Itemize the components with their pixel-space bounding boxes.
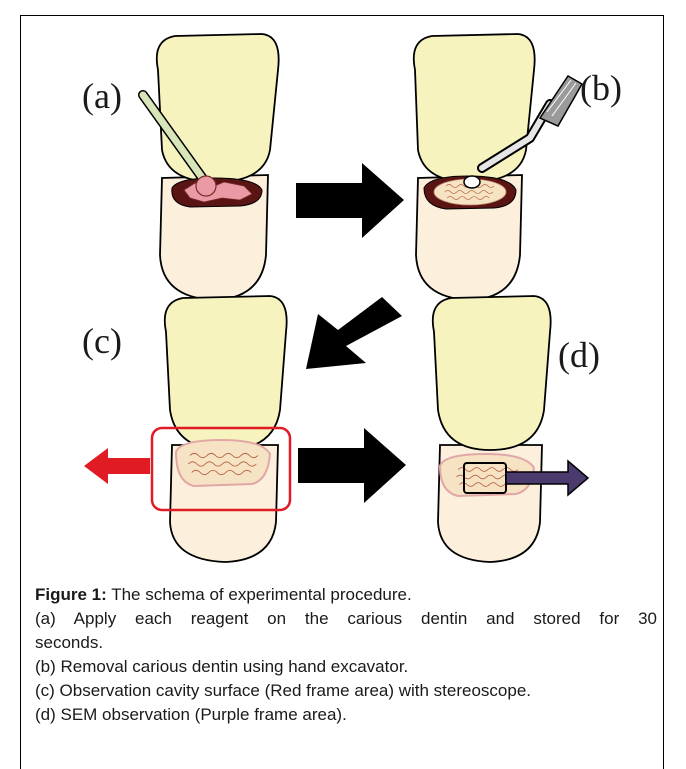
arrow-b-to-c [306, 297, 402, 369]
caption-title: Figure 1: The schema of experimental pro… [35, 583, 657, 607]
tooth-a [143, 34, 279, 300]
panel-label-d: (d) [558, 335, 600, 375]
arrow-c-to-d [298, 428, 406, 503]
tooth-c [152, 296, 290, 562]
panel-label-a: (a) [82, 76, 122, 116]
procedure-diagram: (a) (b) (c) [0, 0, 686, 575]
figure-caption: Figure 1: The schema of experimental pro… [35, 583, 657, 727]
caption-title-text: The schema of experimental procedure. [107, 585, 412, 604]
panel-label-c: (c) [82, 321, 122, 361]
caption-line-a-2: seconds. [35, 631, 657, 655]
caption-figure-label: Figure 1: [35, 585, 107, 604]
panel-label-b: (b) [580, 68, 622, 108]
caption-line-d: (d) SEM observation (Purple frame area). [35, 703, 657, 727]
arrow-a-to-b [296, 163, 404, 238]
tooth-d [433, 296, 551, 562]
tooth-b [414, 34, 582, 300]
caption-line-c: (c) Observation cavity surface (Red fram… [35, 679, 657, 703]
caption-line-b: (b) Removal carious dentin using hand ex… [35, 655, 657, 679]
caption-line-a-1: (a) Apply each reagent on the carious de… [35, 607, 657, 631]
red-arrow [84, 448, 150, 484]
